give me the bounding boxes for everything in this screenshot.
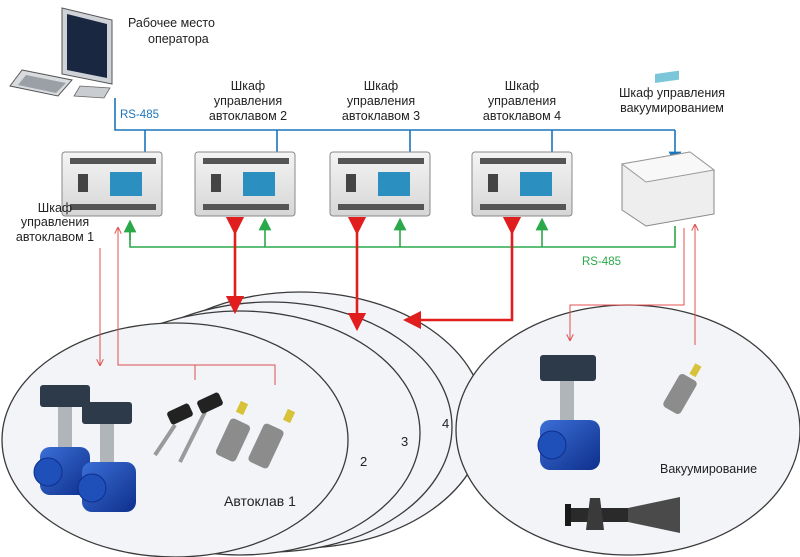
plc-autoclave-1[interactable] [61,151,163,217]
svg-text:Шкаф: Шкаф [38,201,72,215]
svg-text:управления: управления [488,94,556,108]
cabinet-4-label: Шкаф управления автоклавом 4 [483,79,561,123]
autoclave-ellipses [1,291,800,557]
vacuum-label: Вакуумирование [660,462,757,476]
vacuum-valve-icon [537,355,600,470]
svg-text:Рабочее место: Рабочее место [128,16,215,30]
svg-text:автоклавом 1: автоклавом 1 [16,230,94,244]
autoclave-3-number: 3 [401,434,408,449]
svg-text:Шкаф управления: Шкаф управления [619,86,725,100]
svg-text:управления: управления [347,94,415,108]
rs485-top-label: RS-485 [120,109,159,121]
cabinet-1-label: Шкаф управления автоклавом 1 [16,201,94,244]
svg-text:Шкаф: Шкаф [231,79,265,93]
thermocouple-icon [153,392,223,463]
svg-text:автоклавом 3: автоклавом 3 [342,109,420,123]
rs485-bottom-bus [123,217,676,248]
operator-computer-icon[interactable] [9,7,113,99]
autoclave-1-ellipse [1,322,349,557]
plc-autoclave-4[interactable] [471,151,573,217]
svg-text:управления: управления [214,94,282,108]
operator-label: Рабочее место оператора [128,16,215,46]
plc-vacuum[interactable] [620,70,716,227]
autoclave-2-number: 2 [360,454,367,469]
autoclave-4-number: 4 [442,416,449,431]
svg-text:автоклавом 2: автоклавом 2 [209,109,287,123]
rs485-bottom-label: RS-485 [582,256,621,268]
svg-text:автоклавом 4: автоклавом 4 [483,109,561,123]
svg-text:оператора: оператора [148,32,209,46]
vacuum-sensor-icon [663,363,702,414]
autoclave-1-label: Автоклав 1 [224,493,296,509]
plc-autoclave-2[interactable] [194,151,296,217]
pressure-sensor-icon [215,400,296,469]
svg-text:вакуумированием: вакуумированием [620,101,724,115]
svg-text:Шкаф: Шкаф [505,79,539,93]
cabinet-2-label: Шкаф управления автоклавом 2 [209,79,287,123]
control-valve-icon [33,385,136,512]
red-links [225,216,522,332]
cabinet-3-label: Шкаф управления автоклавом 3 [342,79,420,123]
cabinet-vacuum-label: Шкаф управления вакуумированием [619,86,725,115]
svg-text:управления: управления [21,215,89,229]
vacuum-pump-icon [565,497,680,533]
thin-signal-lines [100,225,695,385]
plc-autoclave-3[interactable] [329,151,431,217]
svg-text:Шкаф: Шкаф [364,79,398,93]
